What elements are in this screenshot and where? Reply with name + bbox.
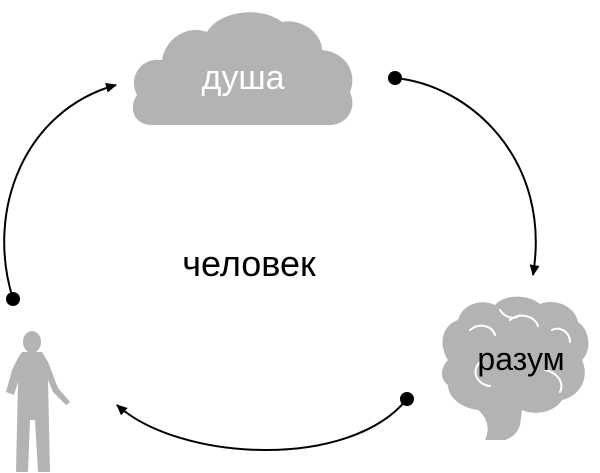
cloud-icon: [132, 12, 353, 126]
soul-label: душа: [201, 59, 284, 97]
arrow-mind-to-person: [116, 398, 408, 451]
person-silhouette-icon: [6, 331, 70, 472]
brain-icon: [442, 296, 589, 440]
arrow-person-to-soul: [3, 82, 117, 300]
arrow-soul-to-mind: [394, 77, 540, 276]
mind-label: разум: [477, 341, 564, 377]
person-label: человек: [182, 243, 316, 284]
